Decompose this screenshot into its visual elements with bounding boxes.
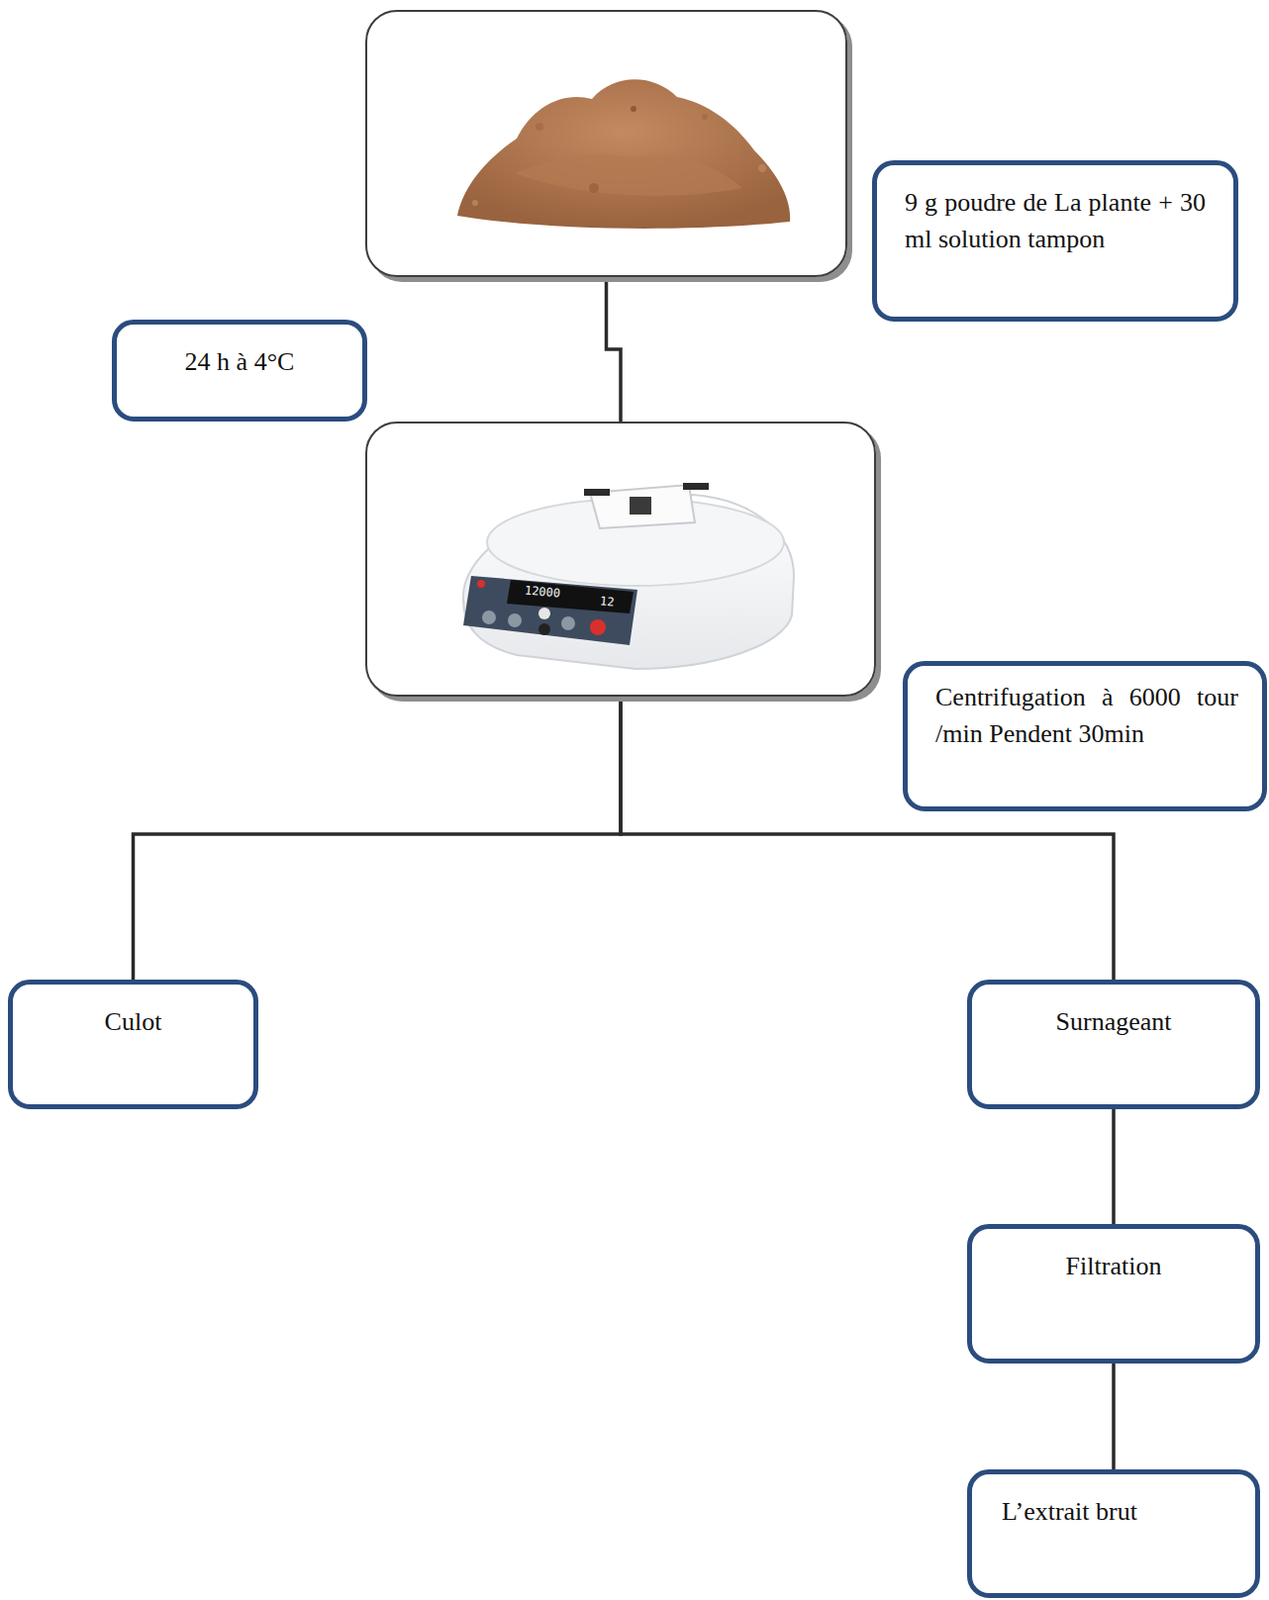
- process-box: Surnageant: [967, 979, 1261, 1110]
- powder-picture: [457, 79, 790, 229]
- step-label: 9 g poudre de La plante + 30 ml solution…: [904, 185, 1206, 259]
- picture-box: [365, 9, 848, 278]
- step-label: Surnageant: [983, 1004, 1244, 1042]
- step-label: L’extrait brut: [1001, 1494, 1244, 1532]
- display-reading: 12: [598, 593, 615, 609]
- note-box: 24 h à 4°C: [111, 319, 368, 422]
- process-box: L’extrait brut: [967, 1469, 1261, 1599]
- flow-line: [1111, 1109, 1116, 1225]
- picture-box: [365, 421, 877, 697]
- step-label: 24 h à 4°C: [130, 344, 349, 382]
- flow-line: [606, 277, 622, 422]
- step-label: Centrifugation à 6000 tour /min Pendent …: [935, 680, 1239, 754]
- process-box: Culot: [7, 979, 259, 1110]
- flow-line: [1111, 1364, 1116, 1470]
- step-label: Filtration: [983, 1249, 1244, 1286]
- note-box: 9 g poudre de La plante + 30 ml solution…: [872, 160, 1239, 322]
- centrifuge-picture: [463, 483, 794, 670]
- note-box: Centrifugation à 6000 tour /min Pendent …: [902, 661, 1268, 812]
- process-box: Filtration: [967, 1224, 1261, 1365]
- flow-line: [133, 696, 622, 980]
- display-reading: 12000: [523, 583, 561, 600]
- step-label: Culot: [24, 1004, 242, 1042]
